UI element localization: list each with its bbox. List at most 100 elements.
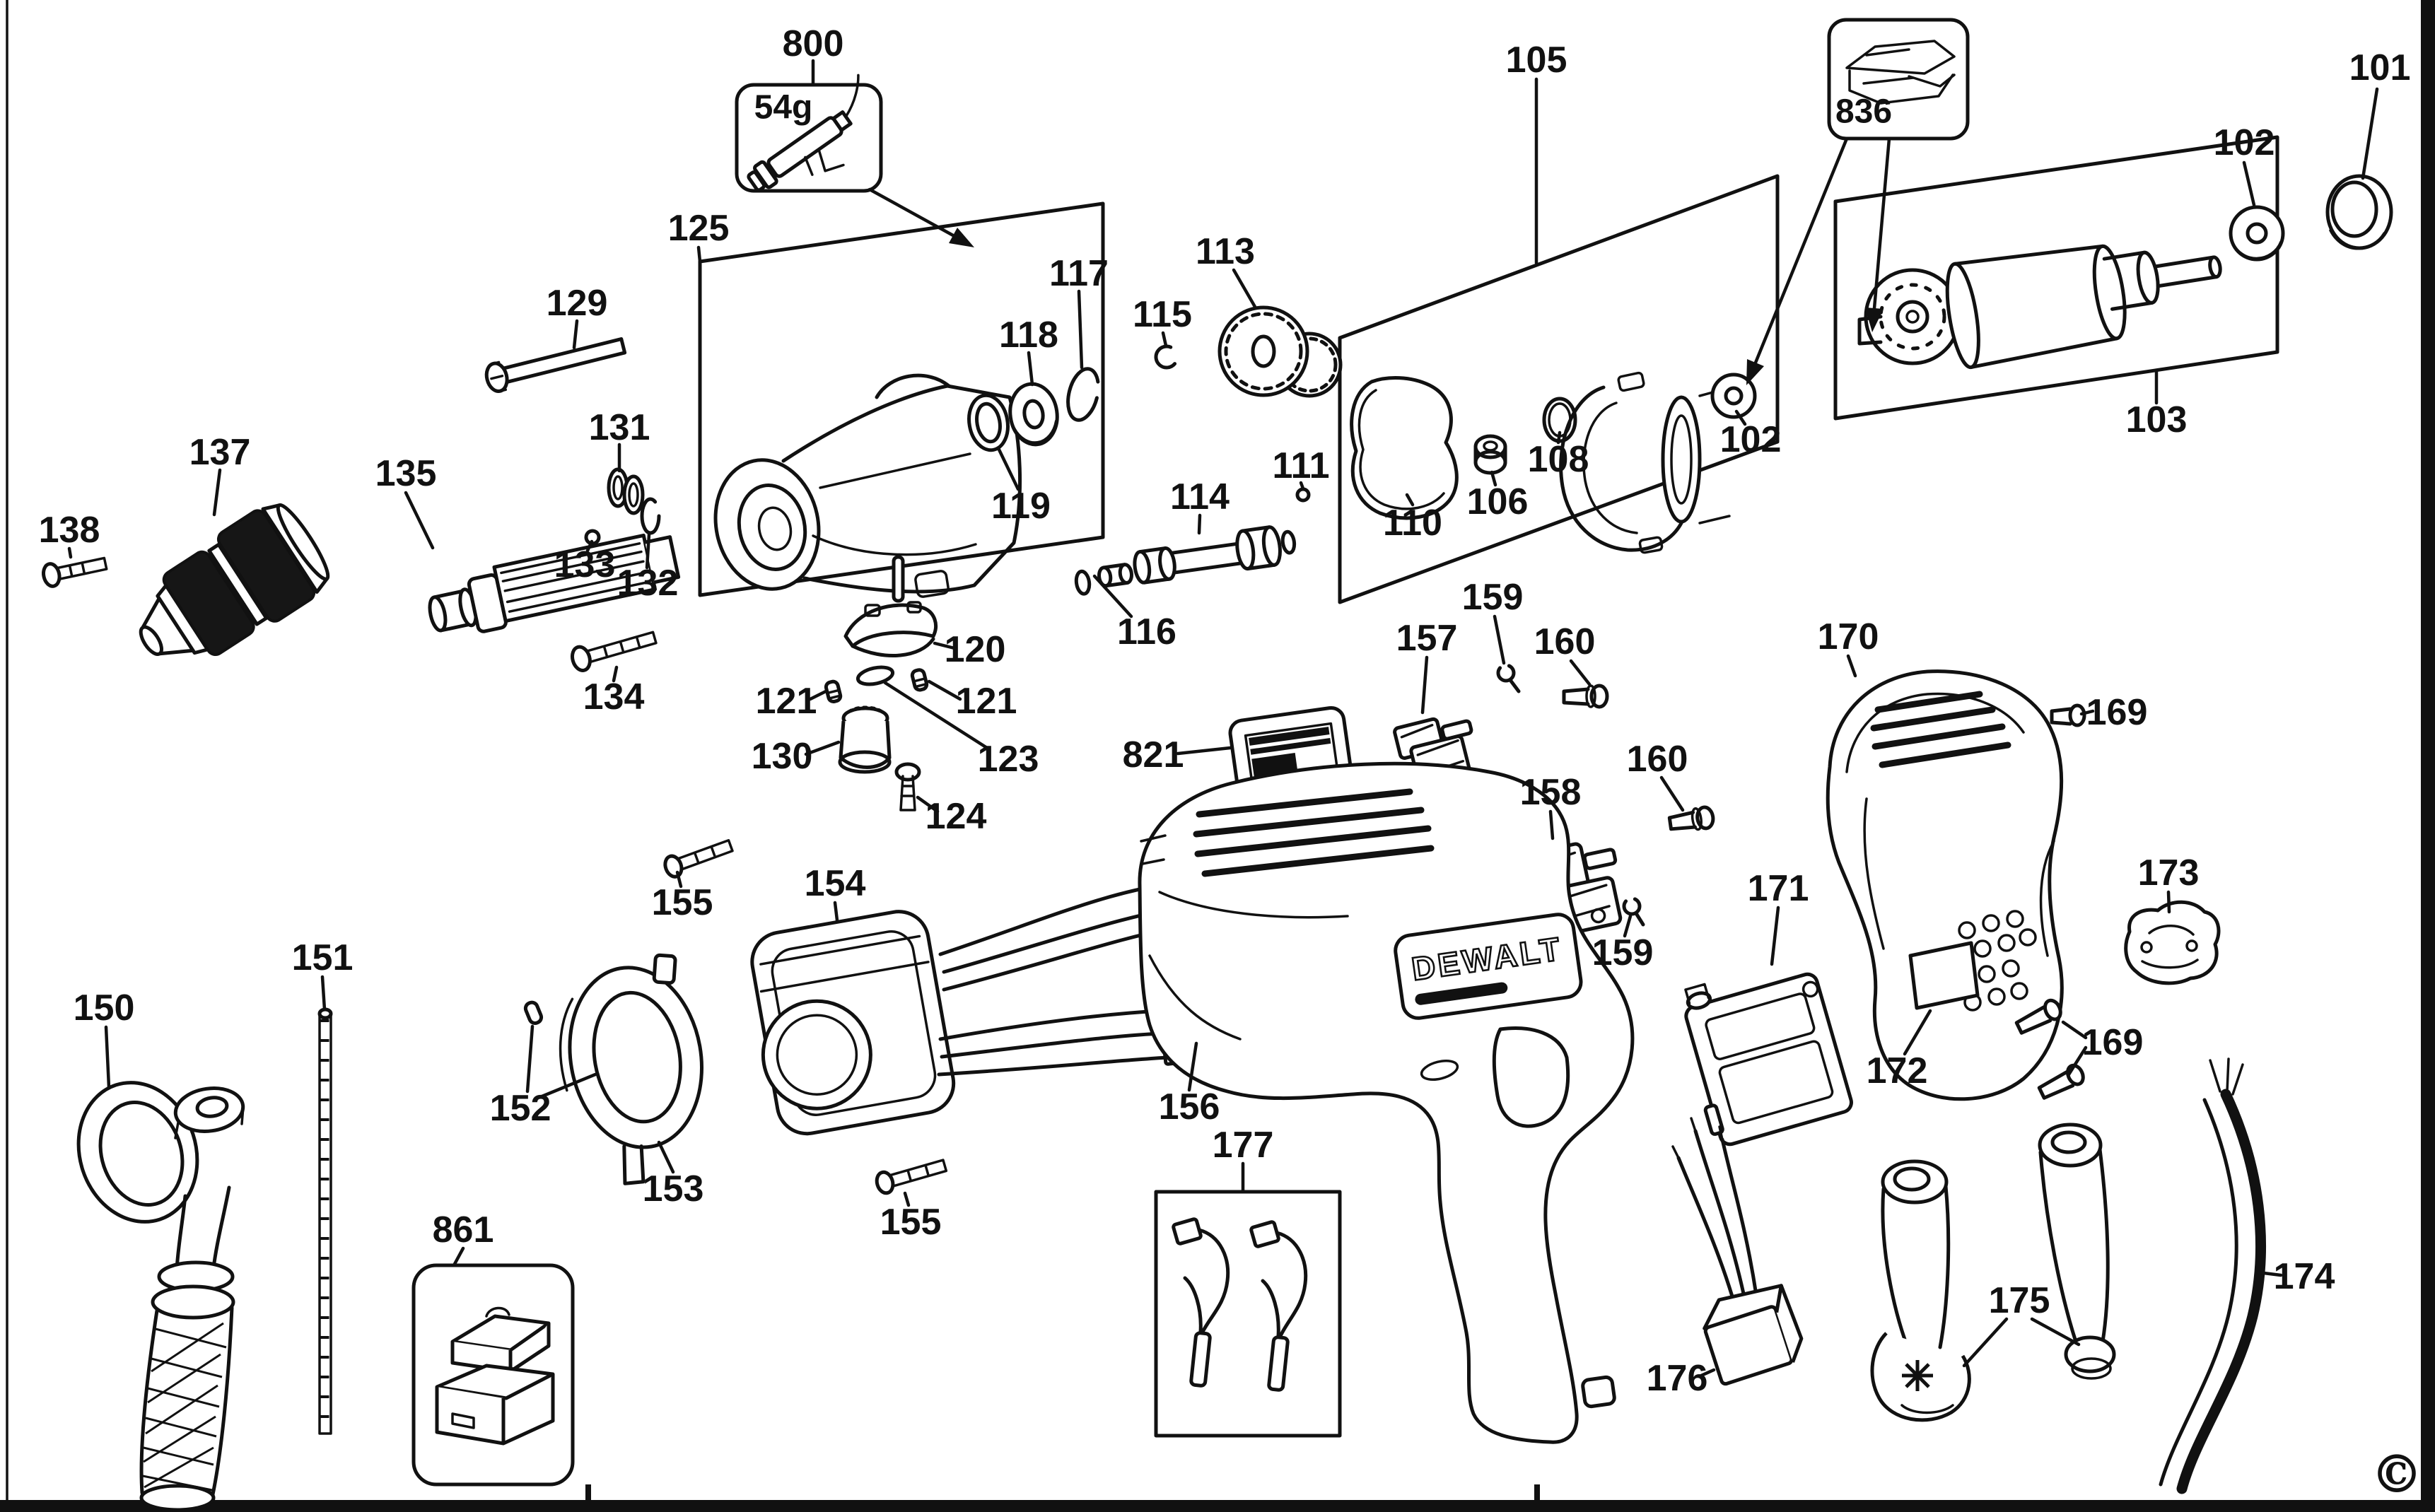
chuck-137-drawing xyxy=(139,503,330,657)
callout-129-7: 129 xyxy=(547,283,608,324)
grip-tube-175-left-drawing xyxy=(1870,1159,1971,1422)
callout-157-35: 157 xyxy=(1396,618,1458,659)
bushing-drawing xyxy=(1473,434,1507,475)
callout-172-44: 172 xyxy=(1867,1050,1928,1091)
callout-137-18: 137 xyxy=(189,432,251,473)
screw-169-top-drawing xyxy=(2050,703,2086,727)
side-handle-150-drawing xyxy=(76,1081,245,1512)
callout-134-24: 134 xyxy=(583,676,645,717)
leader-lines xyxy=(67,59,2379,1378)
callout-133-21: 133 xyxy=(554,544,616,585)
ring-132-drawing xyxy=(640,497,661,535)
leadwire-176-drawing xyxy=(1671,1117,1804,1386)
callout-177-55: 177 xyxy=(1213,1125,1274,1166)
bearing-102-drawing xyxy=(2229,205,2285,262)
callout-118-8: 118 xyxy=(999,315,1058,356)
kit-box-icon xyxy=(435,1306,555,1446)
motor-mount-drawing xyxy=(1559,371,1732,554)
plate-123-drawing xyxy=(856,665,895,686)
callout-138-23: 138 xyxy=(39,510,100,551)
callout-120-28: 120 xyxy=(945,629,1006,670)
callout-160-37: 160 xyxy=(1534,621,1596,662)
brush-holder-kit-box xyxy=(1827,18,1970,141)
brush-pair-icon xyxy=(1172,1217,1308,1392)
callout-159-40: 159 xyxy=(1592,932,1654,973)
switch-171-drawing xyxy=(1684,972,1853,1147)
motor-housing-assembly-box xyxy=(1338,174,1780,604)
callout-159-36: 159 xyxy=(1462,577,1524,618)
callout-101-4: 101 xyxy=(2349,47,2411,88)
block-172-drawing xyxy=(1908,941,1980,1010)
callout-132-22: 132 xyxy=(617,563,679,604)
screw-155-top-drawing xyxy=(663,838,734,879)
callout-108-15: 108 xyxy=(1528,439,1589,480)
gasket-drawing xyxy=(1350,376,1459,520)
screws-169-bottom-drawing xyxy=(2014,998,2085,1100)
pin-121-right-drawing xyxy=(910,668,929,692)
callout-121-30: 121 xyxy=(956,681,1017,722)
callout-155-52: 155 xyxy=(652,882,713,923)
callout-836-3: 836 xyxy=(1835,93,1892,131)
kit-box-861 xyxy=(411,1263,575,1487)
callout-54g-1: 54g xyxy=(754,89,813,127)
callout-111-25: 111 xyxy=(1272,445,1329,486)
callout-160-39: 160 xyxy=(1627,739,1688,780)
gearcase-drawing xyxy=(713,373,1022,598)
screw-134-drawing xyxy=(570,631,658,672)
callout-154-51: 154 xyxy=(805,863,866,904)
callout-861-56: 861 xyxy=(433,1209,494,1250)
leader-arrowheads xyxy=(949,228,1884,385)
callout-123-32: 123 xyxy=(978,739,1039,780)
callout-119-12: 119 xyxy=(991,486,1051,527)
screw-138-drawing xyxy=(42,556,108,588)
callout-170-41: 170 xyxy=(1818,616,1879,657)
pin-121-left-drawing xyxy=(824,679,843,704)
callout-152-49: 152 xyxy=(490,1088,551,1129)
brush-pair-box-177 xyxy=(1154,1190,1342,1438)
grease-tube-icon xyxy=(747,74,860,192)
callout-171-43: 171 xyxy=(1748,868,1809,909)
callout-115-11: 115 xyxy=(1133,294,1192,335)
handle-cover-170-drawing xyxy=(1826,669,2064,1101)
callout-175-58: 175 xyxy=(1989,1280,2050,1321)
callout-102-5: 102 xyxy=(2214,122,2275,163)
callout-169-42: 169 xyxy=(2086,692,2148,733)
callout-135-19: 135 xyxy=(375,453,437,494)
screw-155-bottom-drawing xyxy=(875,1159,948,1195)
callout-116-27: 116 xyxy=(1117,611,1176,652)
grease-kit-box xyxy=(735,74,883,193)
screw-129-drawing xyxy=(484,337,627,393)
callout-110-13: 110 xyxy=(1383,503,1442,544)
callout-114-26: 114 xyxy=(1170,476,1230,517)
clip-159-top-drawing xyxy=(1496,663,1521,693)
brush-holder-157-drawing xyxy=(1393,717,1473,786)
bearing-118-drawing xyxy=(1008,382,1059,447)
roller-shaft-114-drawing xyxy=(1074,525,1297,596)
brush-holder-icon xyxy=(1845,40,1956,105)
callout-103-17: 103 xyxy=(2126,399,2188,440)
callout-151-48: 151 xyxy=(292,937,354,978)
retaining-ring-117-drawing xyxy=(1066,367,1100,422)
spindle-135-drawing xyxy=(428,533,681,633)
selector-knob-130-drawing xyxy=(838,705,892,774)
selector-lever-120-drawing xyxy=(843,555,938,657)
callout-176-57: 176 xyxy=(1647,1358,1708,1399)
circlip-115-drawing xyxy=(1154,344,1179,370)
callout-150-47: 150 xyxy=(74,988,135,1028)
callout-124-33: 124 xyxy=(925,796,987,837)
callout-169-46: 169 xyxy=(2082,1022,2144,1063)
callout-102-16: 102 xyxy=(1720,419,1782,460)
armature-drawing xyxy=(1857,244,2222,370)
clip-159-bottom-drawing xyxy=(1622,896,1645,927)
callout-130-31: 130 xyxy=(752,736,813,777)
callout-153-50: 153 xyxy=(643,1168,704,1209)
callout-174-59: 174 xyxy=(2274,1256,2335,1297)
screw-160-top-drawing xyxy=(1562,684,1609,709)
baffle-153-drawing xyxy=(559,953,703,1185)
screw-124-drawing xyxy=(894,762,921,811)
callout-106-14: 106 xyxy=(1467,481,1529,522)
callout-©-60: © xyxy=(2371,1444,2423,1505)
